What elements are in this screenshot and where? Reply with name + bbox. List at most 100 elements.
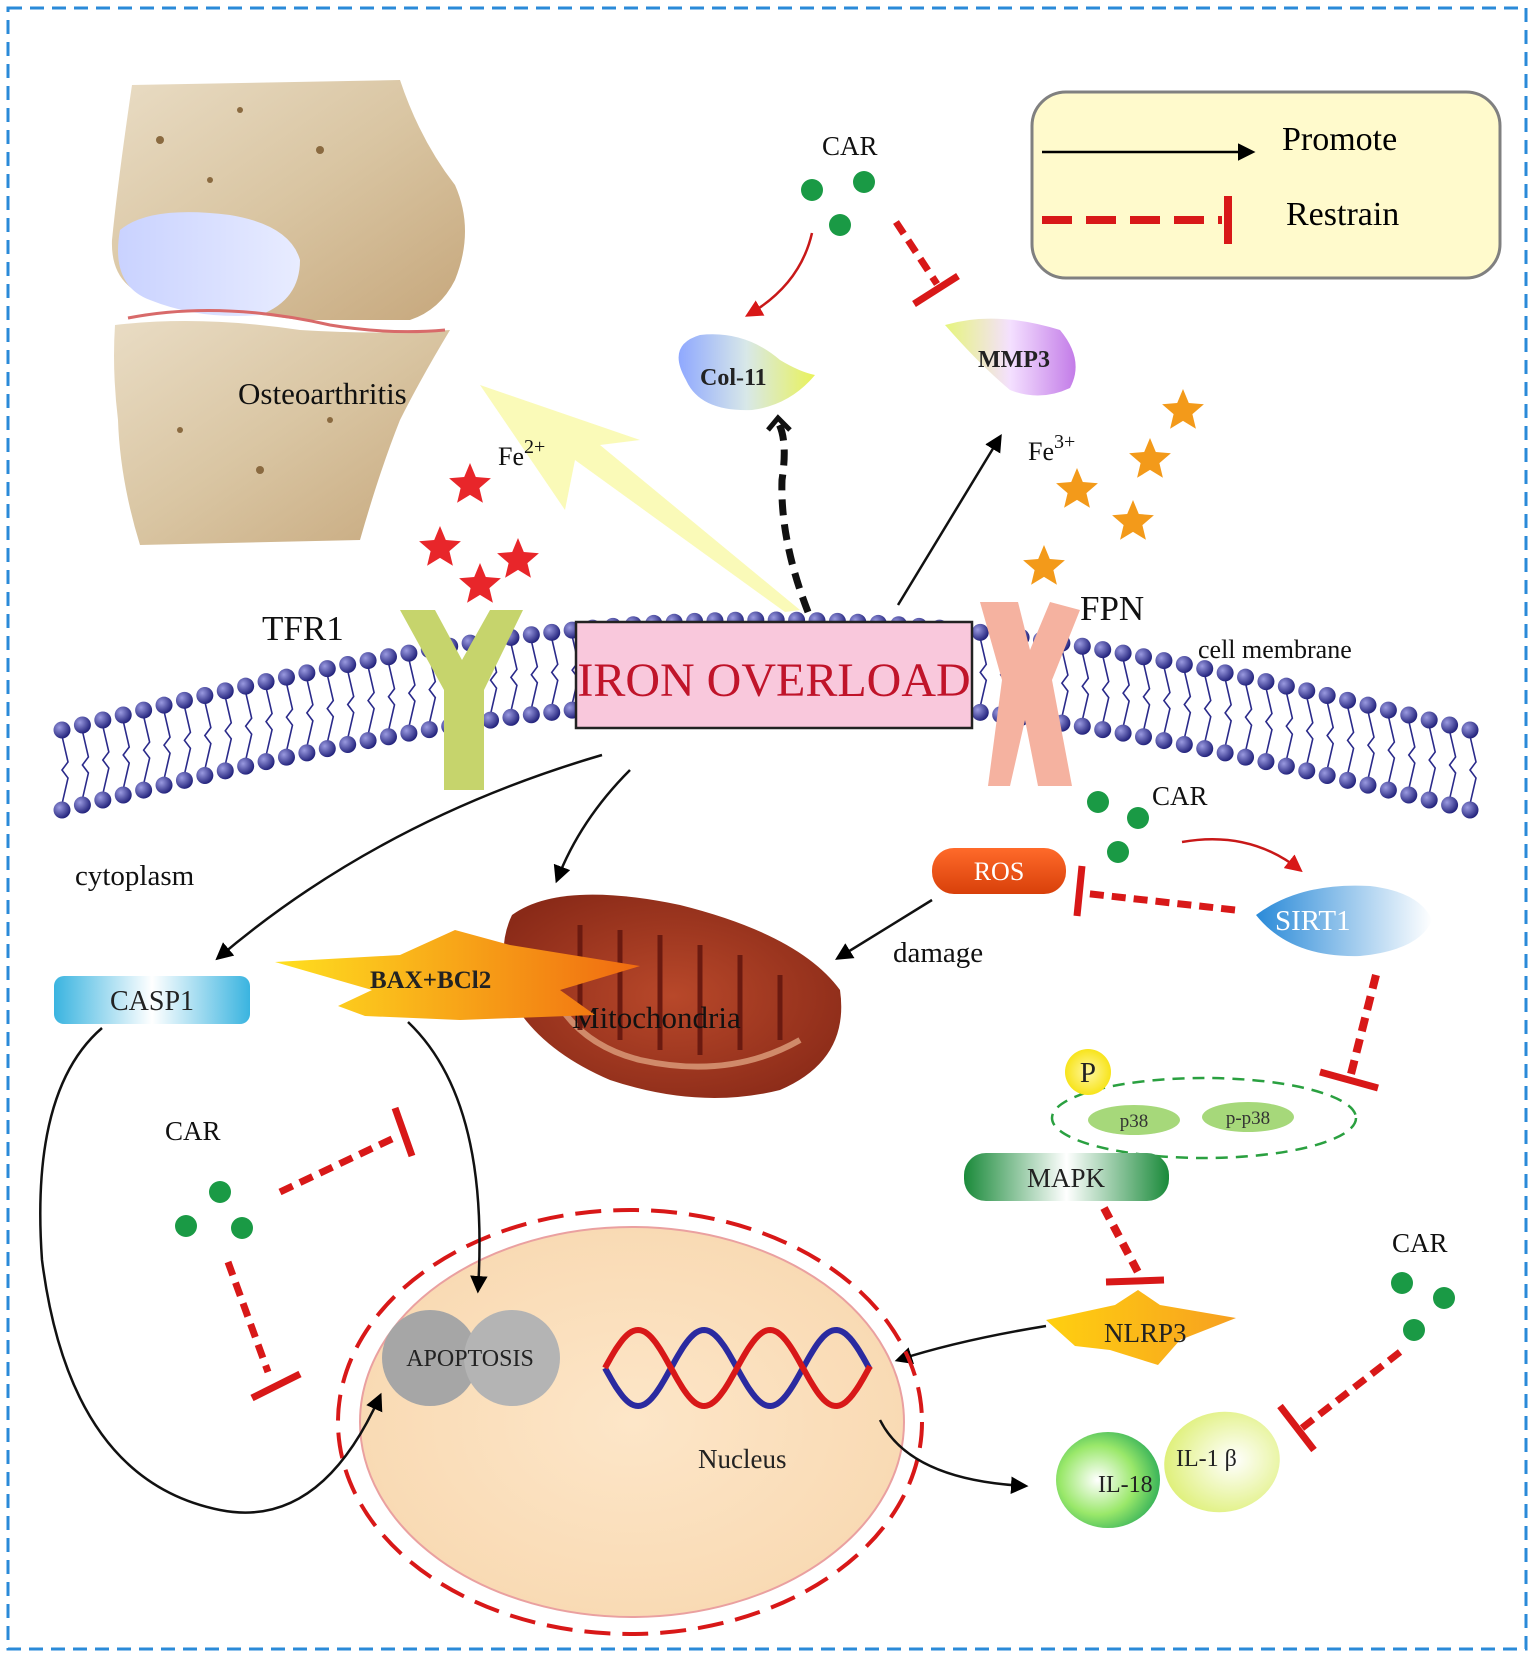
car-bottom-right-label: CAR <box>1392 1228 1448 1258</box>
mmp3-shape <box>945 318 1076 396</box>
car-right-label: CAR <box>1152 781 1208 811</box>
car-right-dot <box>1107 841 1129 863</box>
il1b-label: IL-1 β <box>1176 1446 1237 1472</box>
p38-shape <box>1088 1105 1180 1135</box>
tfr1-receptor <box>400 610 523 790</box>
dna-helix <box>602 1326 873 1410</box>
nucleus-il-arrow <box>878 1419 1029 1495</box>
casp1-label: CASP1 <box>110 986 194 1017</box>
mitochondria-label: Mitochondria <box>572 1000 741 1035</box>
apoptosis-circle <box>464 1310 560 1406</box>
knee-joint-illustration <box>111 80 465 545</box>
mapk-label: MAPK <box>1027 1163 1106 1193</box>
car-bottom-right-dot <box>1391 1272 1413 1294</box>
iron-ion-star <box>1112 500 1154 540</box>
cytoplasm-label: cytoplasm <box>75 860 195 892</box>
iron-ion-star <box>1056 468 1098 508</box>
nlrp3-shape <box>1046 1290 1236 1365</box>
col-ii-label: Col-11 <box>700 365 767 391</box>
iron-ion-star <box>1162 389 1204 429</box>
sirt1-shape <box>1256 885 1432 957</box>
iron-ion-star <box>449 463 491 503</box>
mapk-restrain-nlrp3-bar <box>1105 1276 1165 1286</box>
casp1-shape <box>54 976 250 1024</box>
p38-label: p38 <box>1120 1111 1149 1132</box>
car-left-dot <box>175 1215 197 1237</box>
il1b-shape <box>1164 1411 1280 1513</box>
osteoarthritis-promote-arrow <box>480 385 800 612</box>
fe3-label: Fe3+ <box>1028 431 1075 466</box>
sirt1-label: SIRT1 <box>1275 905 1351 937</box>
ros-label: ROS <box>974 857 1025 886</box>
sirt1-restrain-ros-bar <box>1073 865 1086 917</box>
phospho-circle <box>1065 1049 1111 1095</box>
iron-colii-dashed-arrow <box>774 420 812 614</box>
nucleus-boundary <box>336 1208 924 1636</box>
car-restrain-casp1-line <box>224 1260 272 1374</box>
osteoarthritis-label: Osteoarthritis <box>238 376 407 411</box>
iron-ion-star <box>1129 438 1171 478</box>
apoptosis-label: APOPTOSIS <box>406 1346 534 1372</box>
apoptosis-circle <box>382 1310 478 1406</box>
iron-ion-star <box>497 538 539 578</box>
legend-restrain-label: Restrain <box>1286 196 1399 233</box>
sirt1-restrain-p38-line <box>1346 974 1380 1079</box>
car-top-dot <box>801 179 823 201</box>
car-top-dot <box>829 214 851 236</box>
p38-complex-boundary <box>1050 1076 1358 1160</box>
car-promote-colii-arrow <box>744 232 814 317</box>
car-left-dot <box>209 1181 231 1203</box>
iron-mmp3-arrow <box>896 434 1002 606</box>
fe3-stars <box>1023 389 1204 585</box>
car-restrain-mmp3-line <box>893 220 940 286</box>
iron-overload-box <box>574 620 974 730</box>
car-right-dot <box>1127 807 1149 829</box>
mapk-shape <box>964 1153 1169 1201</box>
damage-label: damage <box>893 937 983 969</box>
p-p38-shape <box>1202 1102 1294 1132</box>
mapk-restrain-nlrp3-line <box>1100 1206 1144 1278</box>
fe2-stars <box>419 463 539 603</box>
car-promote-sirt1-arrow <box>1181 838 1303 873</box>
legend: Promote Restrain <box>1030 90 1502 280</box>
ros-shape <box>932 848 1066 894</box>
nucleus-body <box>359 1226 905 1618</box>
bax-bcl2-shape <box>275 930 640 1020</box>
car-top-label: CAR <box>822 131 878 161</box>
car-bottom-right-dot <box>1403 1319 1425 1341</box>
outer-frame <box>6 6 1528 1651</box>
cell-membrane-label: cell membrane <box>1198 635 1352 664</box>
car-right-dot <box>1087 791 1109 813</box>
fpn-channel <box>980 602 1080 786</box>
iron-overload-label: IRON OVERLOAD <box>577 654 970 707</box>
fpn-label: FPN <box>1080 589 1144 628</box>
nlrp3-nucleus-arrow <box>894 1324 1047 1365</box>
car-left-label: CAR <box>165 1116 221 1146</box>
car-restrain-il-line <box>1299 1349 1403 1431</box>
iron-casp1-arrow <box>215 753 603 961</box>
tfr1-label: TFR1 <box>262 609 344 648</box>
nucleus-label: Nucleus <box>698 1444 786 1474</box>
legend-box <box>1030 90 1502 280</box>
sirt1-restrain-ros-line <box>1081 889 1236 914</box>
legend-promote-label: Promote <box>1282 121 1397 158</box>
car-top-dot <box>853 171 875 193</box>
car-restrain-bax-bar <box>391 1106 416 1158</box>
iron-ion-star <box>1023 545 1065 585</box>
ros-damage-arrow <box>835 898 933 960</box>
sirt1-restrain-p38-bar <box>1319 1068 1379 1092</box>
car-restrain-bax-line <box>278 1134 396 1196</box>
p-p38-label: p-p38 <box>1226 1108 1270 1129</box>
casp1-apoptosis-arrow <box>39 1027 383 1514</box>
bax-bcl2-label: BAX+BCl2 <box>370 967 491 994</box>
iron-ion-star <box>419 526 461 566</box>
bax-apoptosis-arrow <box>407 1021 488 1294</box>
car-restrain-mmp3-bar <box>912 273 960 307</box>
car-restrain-casp1-bar <box>250 1370 302 1402</box>
iron-ion-star <box>459 563 501 603</box>
col-ii-shape <box>678 334 815 411</box>
il18-label: IL-18 <box>1098 1472 1153 1498</box>
car-restrain-il-bar <box>1277 1403 1317 1453</box>
